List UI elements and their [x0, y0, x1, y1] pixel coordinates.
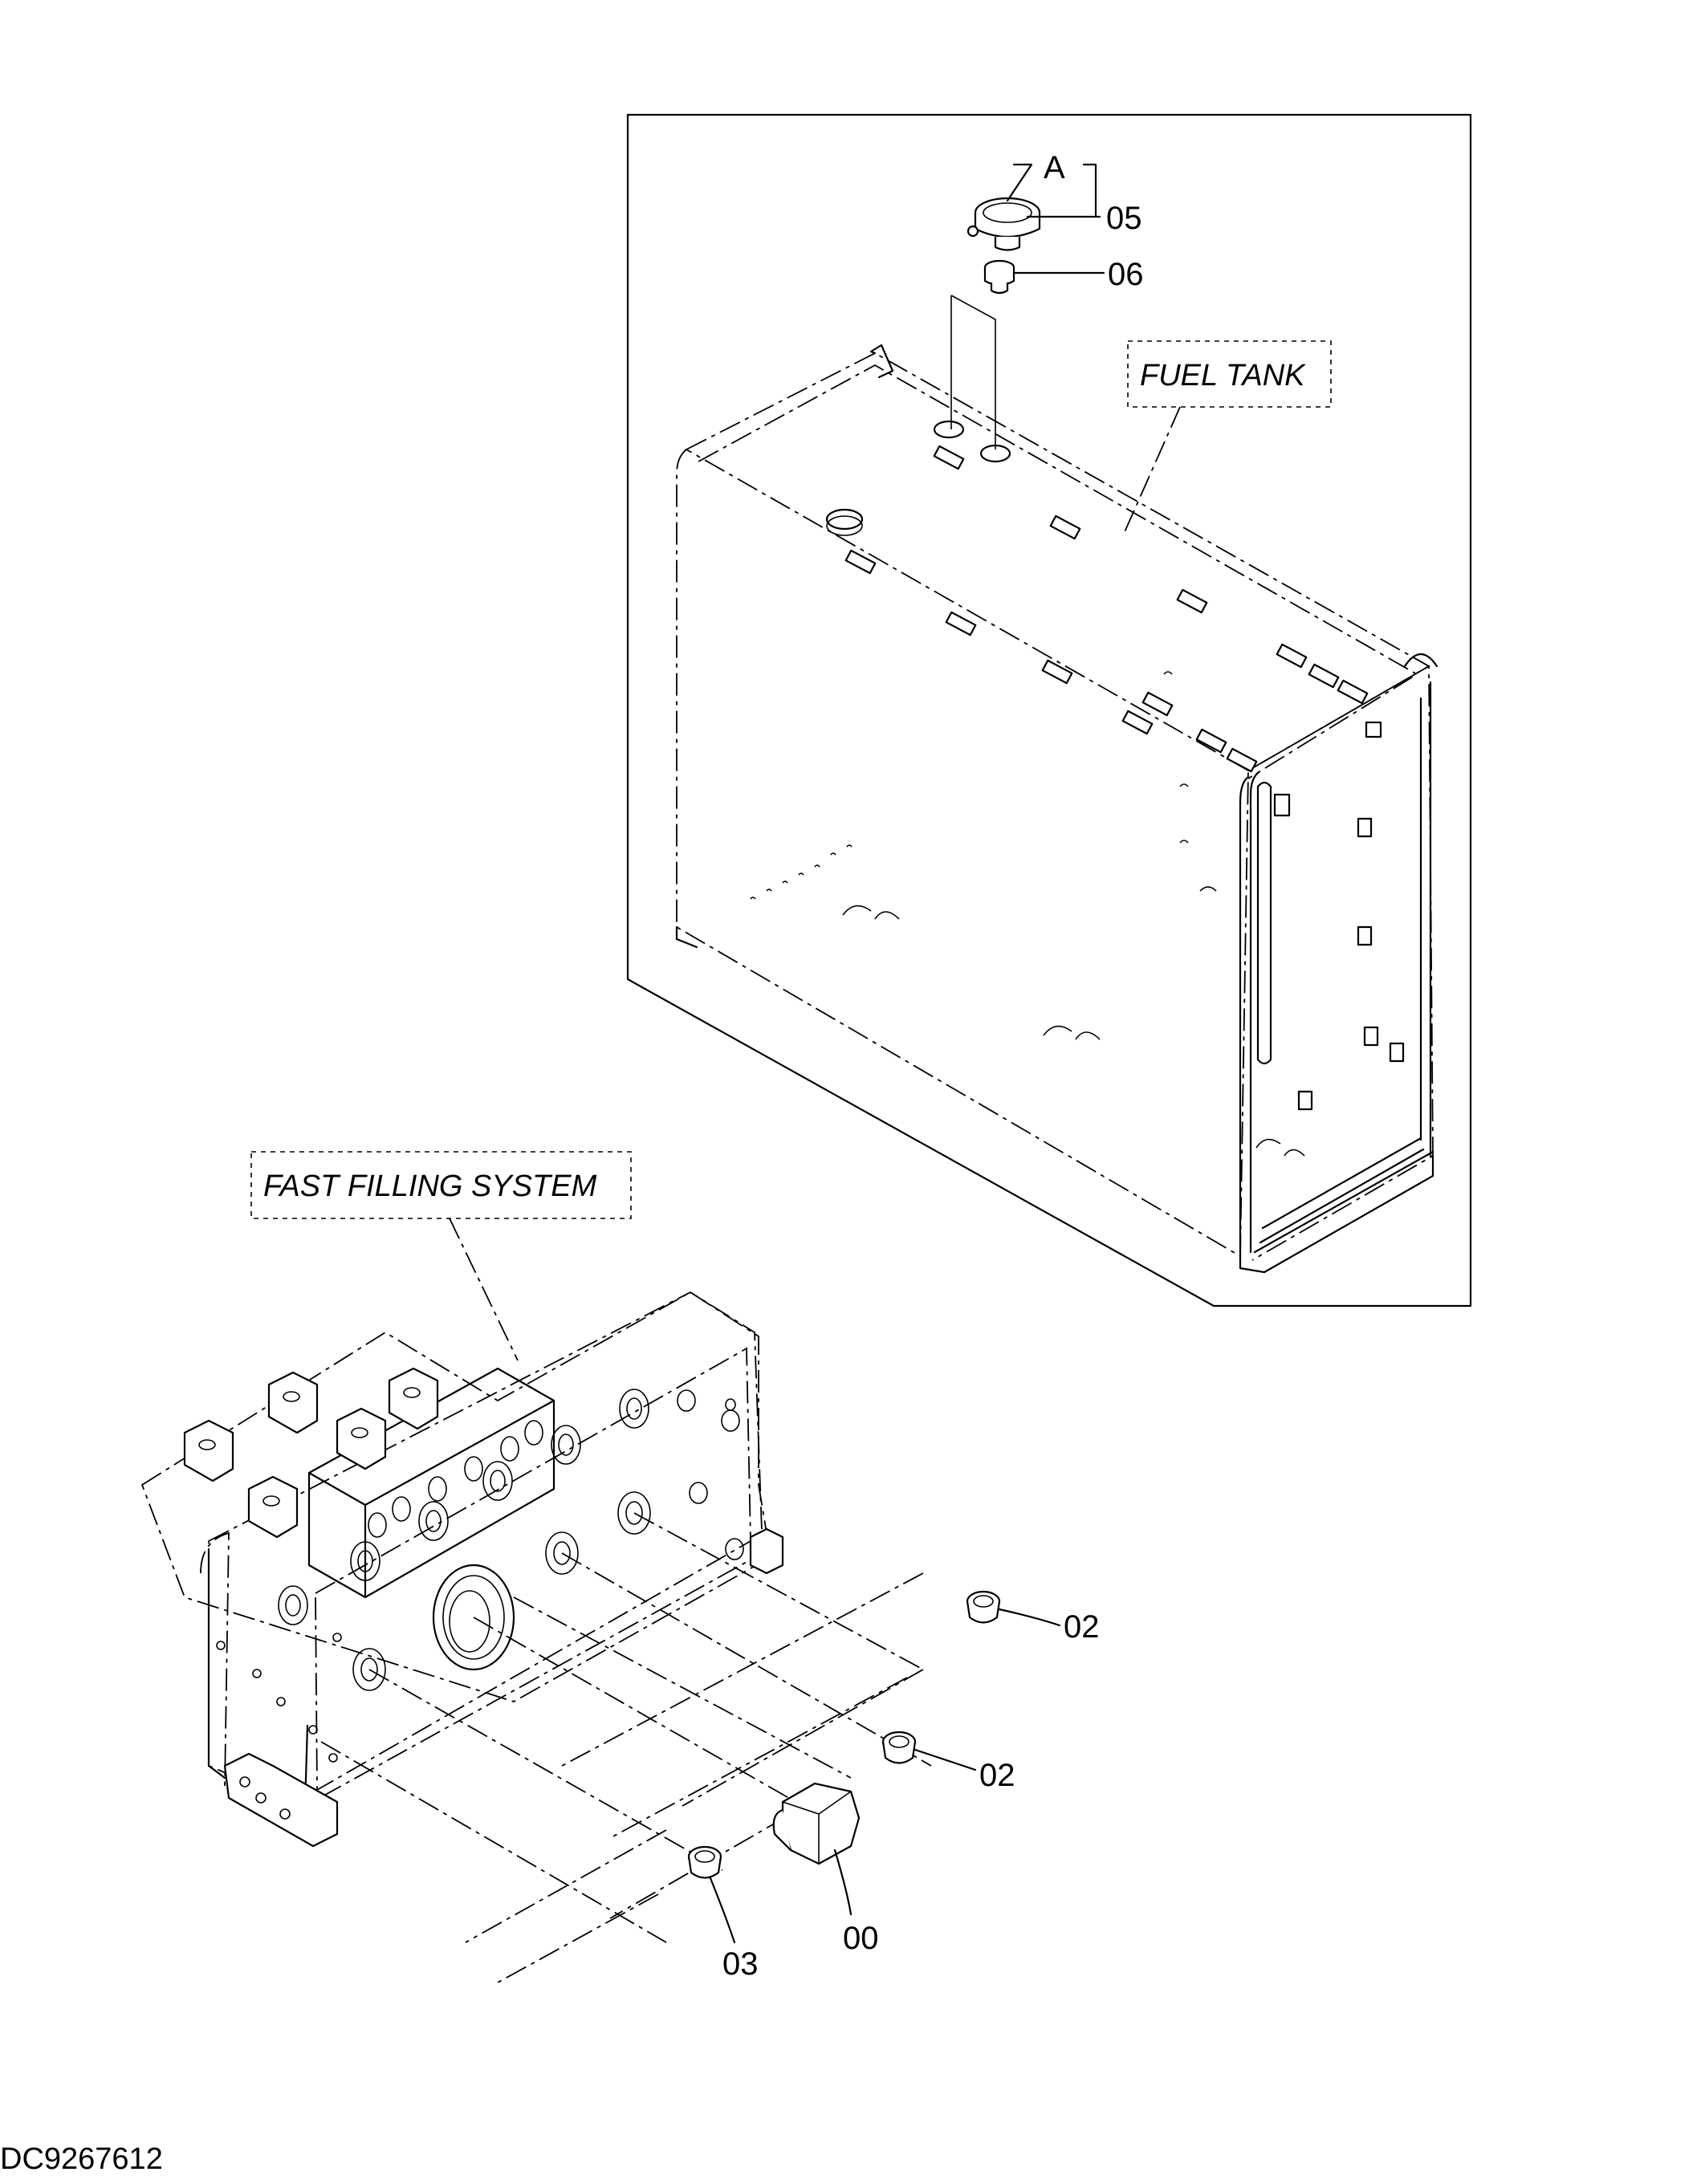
drawing-code: DC9267612 — [0, 2142, 163, 2176]
fuel-tank-leader — [1123, 406, 1181, 535]
fuel-tank-inset: A 05 06 FUEL TANK — [626, 113, 1472, 1308]
install-lines — [320, 1512, 932, 1983]
base-plate — [140, 1291, 771, 1702]
top-mounting-tabs — [844, 445, 1369, 773]
hex-plug-00 — [772, 1782, 861, 1865]
leader-02-lower — [914, 1748, 977, 1771]
leader-02-upper — [998, 1608, 1061, 1627]
plug-03 — [687, 1845, 722, 1879]
leader-a-bracket — [1082, 163, 1097, 218]
block-holes — [368, 1420, 543, 1538]
side-holes — [216, 1633, 342, 1763]
filler-port — [825, 420, 1011, 536]
part-number-06: 06 — [1108, 257, 1144, 292]
fast-filling-callout: FAST FILLING SYSTEM — [263, 1169, 597, 1203]
fast-filling-system: FAST FILLING SYSTEM — [140, 1151, 1100, 1983]
leader-03 — [709, 1877, 736, 1944]
plug-02-lower — [881, 1731, 917, 1764]
part-number-03: 03 — [722, 1946, 759, 1982]
part-number-02-lower: 02 — [979, 1758, 1015, 1793]
leader-00 — [833, 1848, 853, 1916]
fast-filling-leader — [449, 1218, 519, 1361]
part-number-02-upper: 02 — [1064, 1609, 1100, 1645]
part-number-05: 05 — [1106, 201, 1142, 236]
leader-a — [1006, 163, 1033, 202]
bottom-bracket — [223, 1752, 339, 1848]
plate-bosses — [183, 1367, 439, 1539]
side-tabs — [1273, 721, 1405, 1111]
fuel-tank-callout-box — [1127, 340, 1332, 408]
right-bracket — [749, 1527, 784, 1575]
plug-02-upper — [966, 1590, 1001, 1624]
bolt-marks — [750, 671, 1305, 1157]
front-bosses — [278, 1389, 744, 1691]
breather-cap-assembly — [966, 197, 1041, 295]
fuel-tank-body — [675, 344, 1439, 1274]
inset-frame — [626, 113, 1472, 1308]
fast-filling-callout-box — [250, 1151, 632, 1219]
detail-a-label: A — [1044, 150, 1065, 185]
fuel-tank-callout: FUEL TANK — [1140, 359, 1306, 392]
part-number-00: 00 — [843, 1921, 879, 1956]
